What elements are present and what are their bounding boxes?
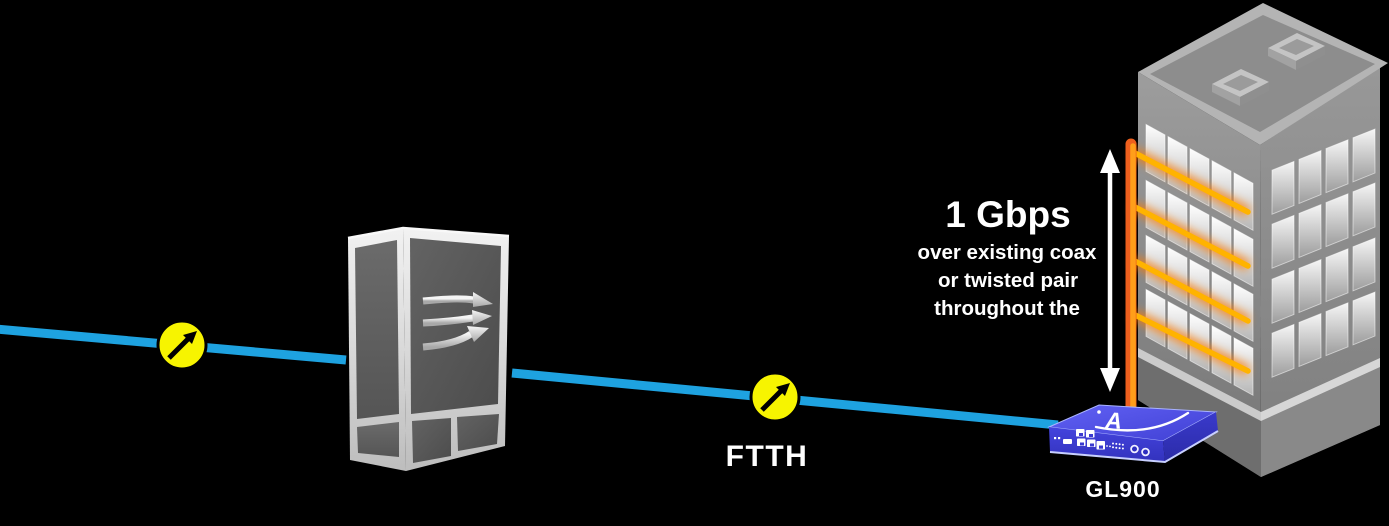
amplifier-arrow-head: [183, 331, 197, 344]
riser-cable: [1122, 136, 1140, 437]
building-right-windows: [1271, 128, 1376, 378]
floor-cable-4: [1130, 311, 1251, 374]
vendor-logo-letter: A: [1104, 407, 1123, 434]
height-range-arrow-icon: [1100, 149, 1120, 392]
floor-cable-3: [1130, 257, 1251, 324]
speed-annotation: 1 Gbps over existing coax or twisted pai…: [918, 194, 1097, 320]
gl900-device: A: [1047, 404, 1219, 464]
window: [1271, 160, 1295, 215]
floor-cable-1: [1130, 149, 1251, 215]
window: [1325, 248, 1349, 303]
roof-vent-1: [1212, 69, 1269, 106]
speed-line-2: or twisted pair: [938, 269, 1078, 292]
ethernet-ports: [1054, 429, 1124, 450]
window: [1298, 149, 1322, 205]
building-lower-right: [1261, 367, 1380, 477]
apartment-building: [1122, 3, 1388, 477]
window: [1352, 182, 1376, 237]
splitter-cabinet: [347, 226, 510, 471]
window: [1298, 312, 1322, 368]
amplifier-arrow-shaft: [167, 337, 190, 360]
window: [1325, 193, 1349, 248]
window: [1271, 214, 1295, 269]
fiber-amplifier-icon-1: [156, 319, 208, 371]
floor-cables: [1130, 147, 1251, 376]
gl900-label: GL900: [1085, 476, 1160, 502]
vendor-logo-icon: A: [1094, 407, 1190, 434]
window: [1271, 269, 1295, 324]
cabinet-front-panel: [410, 238, 501, 414]
building-base-band-right: [1261, 358, 1380, 421]
amplifier-arrow-shaft: [760, 389, 783, 412]
floor-cable-2: [1130, 203, 1251, 269]
window: [1352, 237, 1376, 292]
window: [1352, 128, 1376, 183]
window: [1298, 258, 1322, 314]
device-right-face: [1163, 412, 1218, 462]
ftth-label: FTTH: [726, 440, 809, 473]
window: [1271, 323, 1295, 378]
coax-connectors: [1130, 444, 1150, 457]
speed-title: 1 Gbps: [945, 194, 1070, 235]
speed-line-1: over existing coax: [918, 241, 1097, 264]
fiber-amplifier-icon-2: [749, 371, 801, 423]
cabinet-front-bottom-right-panel: [457, 414, 499, 451]
window: [1325, 139, 1349, 194]
splitter-arrows-icon: [422, 292, 493, 351]
window: [1325, 302, 1349, 357]
cabinet-side-panel: [355, 240, 399, 419]
window: [1298, 203, 1322, 259]
amplifier-arrow-head: [776, 383, 790, 396]
cabinet-side-bottom-panel: [357, 422, 399, 457]
window: [1352, 291, 1376, 346]
cabinet-top-edge: [347, 226, 510, 240]
window: [1167, 135, 1188, 195]
roof-vent-2: [1268, 33, 1325, 70]
device-bottom-edge: [1049, 430, 1219, 464]
cabinet-front-bottom-left-panel: [412, 418, 451, 463]
speed-line-3: throughout the: [934, 297, 1080, 320]
building-base-band-left: [1138, 348, 1261, 421]
